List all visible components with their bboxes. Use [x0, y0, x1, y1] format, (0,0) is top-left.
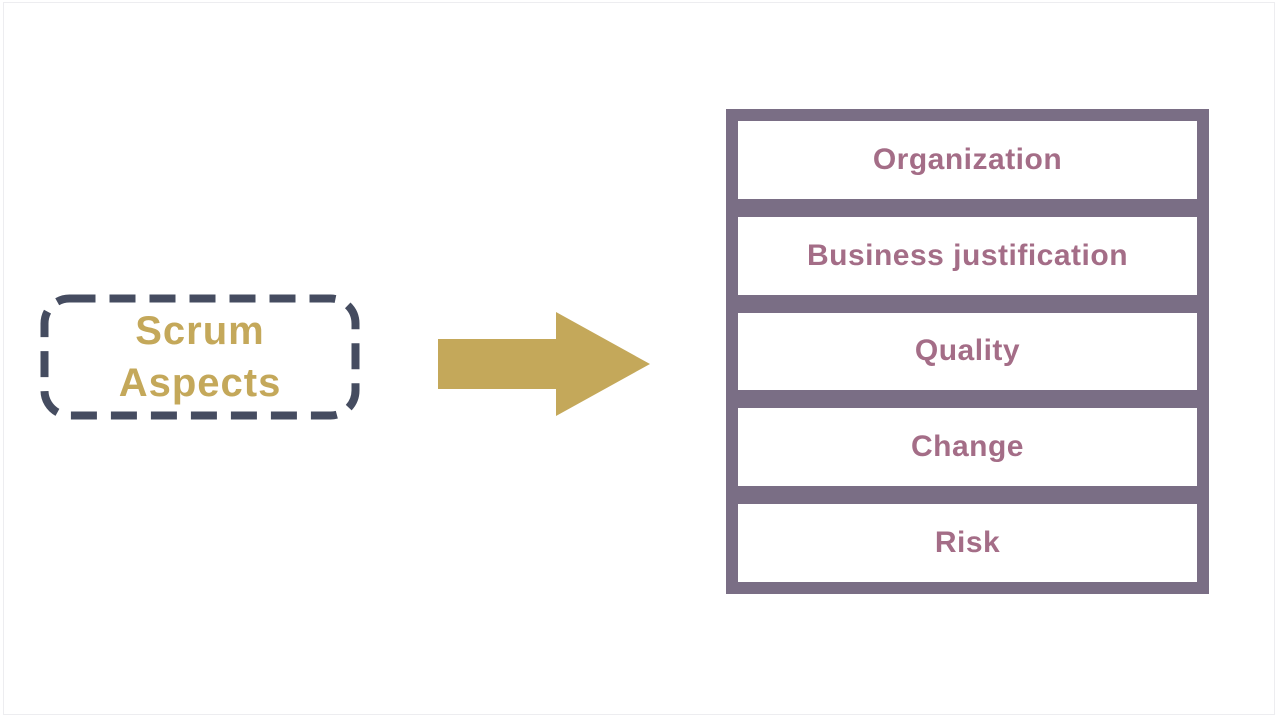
aspects-container: Organization Business justification Qual…: [726, 109, 1209, 594]
aspect-row-organization: Organization: [738, 121, 1197, 199]
dashed-border-icon: [40, 294, 360, 420]
aspect-row-change: Change: [738, 408, 1197, 487]
right-arrow-icon: [438, 312, 650, 416]
aspect-row-quality: Quality: [738, 312, 1197, 391]
scrum-aspects-label: Scrum Aspects: [118, 309, 282, 405]
right-arrow-svg: [438, 312, 650, 416]
aspect-row-business-justification: Business justification: [738, 216, 1197, 295]
right-arrow-shape: [438, 312, 650, 416]
scrum-aspects-box: Scrum Aspects: [40, 294, 360, 420]
dashed-rect: [40, 294, 360, 420]
aspect-row-risk: Risk: [738, 504, 1197, 582]
